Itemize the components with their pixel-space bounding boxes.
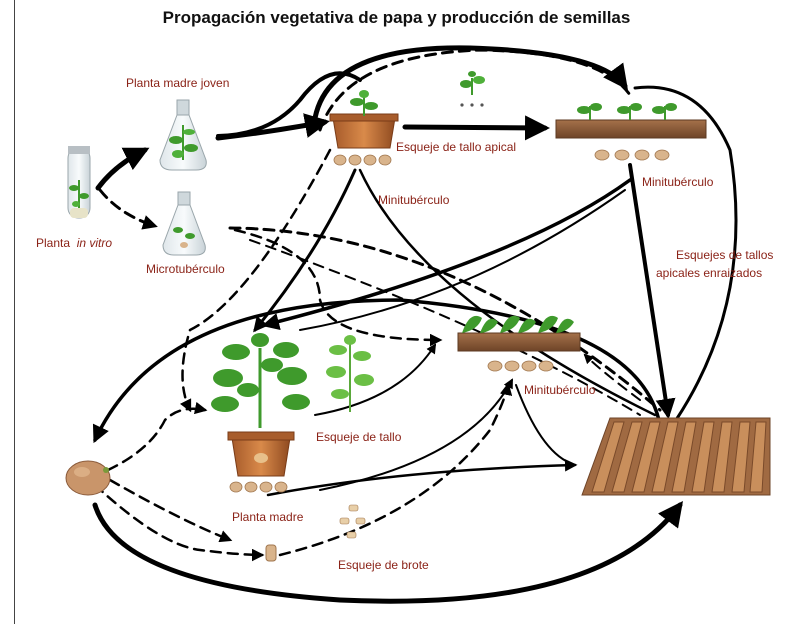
label-sprout-cutting: Esqueje de brote	[338, 558, 429, 572]
field-rows-icon	[581, 417, 771, 496]
dashed-invitro-to-micro	[98, 188, 158, 230]
arrow-pot-to-tray	[402, 115, 550, 141]
dashed-micro-to-tray	[233, 228, 443, 347]
arrow-tray-to-mother-2	[299, 189, 626, 331]
seedling-pot-icon	[329, 90, 399, 166]
dashed-sprout-to-tray	[278, 382, 513, 557]
seedling-tray-top-icon	[555, 103, 707, 161]
figure-frame	[14, 0, 793, 624]
label-in-vitro-italic: in vitro	[76, 236, 113, 250]
label-in-vitro-prefix: Planta	[36, 236, 71, 250]
dashed-tuber-to-sprout	[108, 478, 233, 543]
young-mother-flask-icon	[159, 99, 207, 171]
label-rooted-cuttings-line1: Esquejes de tallos	[676, 248, 774, 262]
arrow-mother-to-tray-mid	[319, 378, 513, 491]
dashed-top-arc	[318, 48, 632, 132]
label-young-mother-plant: Planta madre joven	[126, 76, 230, 90]
diagram-title: Propagación vegetativa de papa y producc…	[162, 8, 631, 27]
label-minituber-3: Minitubérculo	[524, 383, 596, 397]
dashed-micro-to-field	[228, 226, 662, 412]
stem-cutting-icon	[326, 335, 374, 412]
arrow-top-arc-to-tray	[312, 45, 628, 121]
sprout-cutting-icon	[265, 504, 366, 562]
arrow-pot-to-field	[358, 168, 657, 417]
label-in-vitro-plant: Planta in vitro	[36, 236, 112, 250]
microtuber-flask-icon	[162, 191, 206, 256]
arrow-tray-to-field	[628, 163, 676, 419]
label-rooted-cuttings-line2: apicales enraizados	[656, 266, 763, 280]
label-microtuber: Microtubérculo	[146, 262, 225, 276]
seed-tuber-icon	[65, 460, 111, 496]
label-apical-stem-cutting: Esqueje de tallo apical	[396, 140, 517, 154]
dashed-field-to-tray	[583, 353, 641, 401]
arrow-tray-to-mother	[261, 178, 632, 331]
arrow-field-big-loop	[92, 298, 662, 444]
label-minituber-2: Minitubérculo	[642, 175, 714, 189]
mother-plant-pot-icon	[211, 333, 310, 493]
label-stem-cutting: Esqueje de tallo	[316, 430, 402, 444]
arrow-cutting-to-tray	[314, 343, 437, 416]
arrow-tuber-bottom-loop	[92, 500, 683, 604]
label-minituber-1: Minitubérculo	[378, 193, 450, 207]
apical-cutting-icon	[460, 71, 485, 107]
arrow-tray-right-to-field	[515, 384, 571, 464]
arrow-tray-loop-right	[633, 85, 738, 422]
arrow-pot-down-to-mother	[253, 168, 357, 333]
solid-arrows	[92, 45, 738, 604]
arrow-invitro-to-flask	[95, 147, 150, 191]
dashed-tuber-to-bottom	[93, 483, 265, 562]
in-vitro-tube-icon	[67, 146, 91, 219]
seedling-tray-middle-icon	[457, 315, 581, 372]
label-mother-plant: Planta madre	[232, 510, 304, 524]
dashed-pot-down-left	[179, 148, 332, 413]
arrow-mother-to-field	[266, 459, 578, 497]
dashed-tuber-to-mother	[106, 401, 208, 472]
